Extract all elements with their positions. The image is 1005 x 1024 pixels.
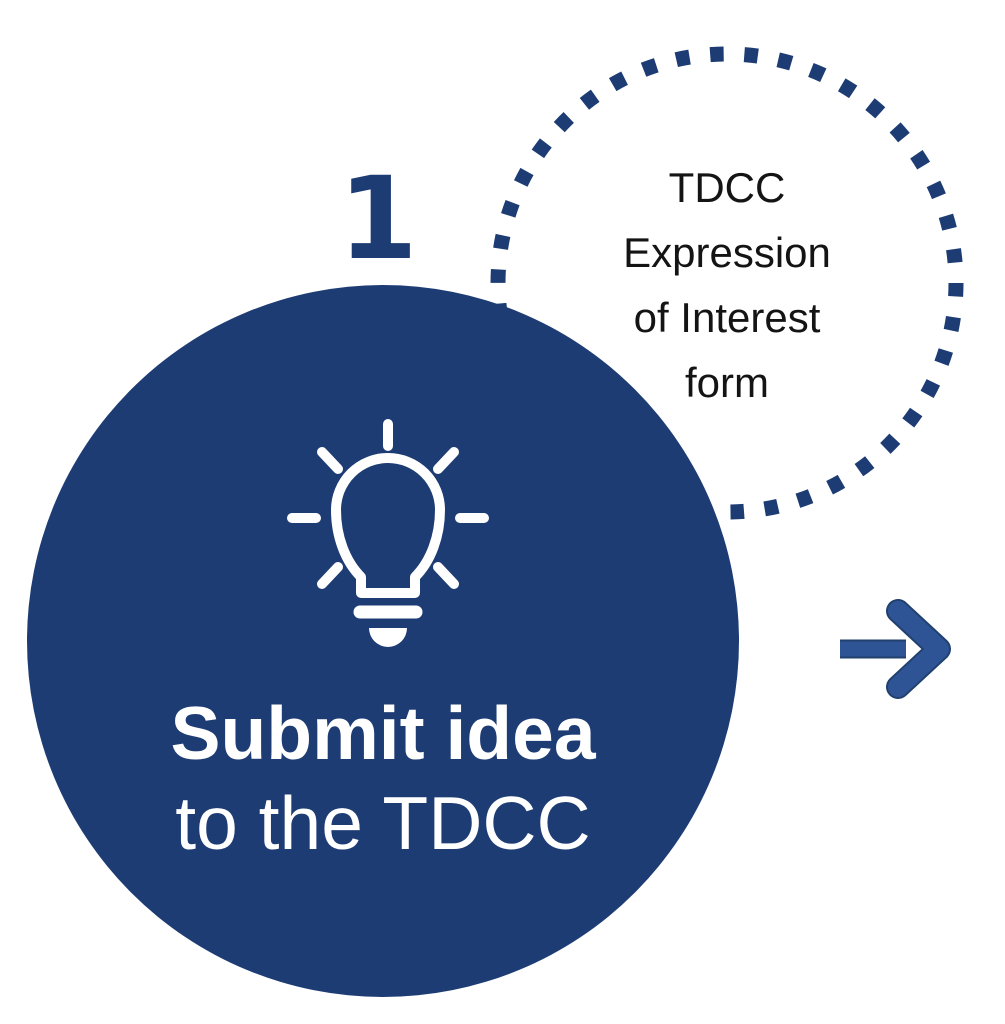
eoi-label-line: Expression (623, 229, 831, 276)
lightbulb-bulb-outline (331, 453, 445, 598)
eoi-label-line: of Interest (633, 294, 821, 341)
lightbulb-rays (287, 419, 489, 589)
submit-idea-label: Submit idea to the TDCC (27, 688, 739, 868)
submit-idea-label-line1: Submit idea (170, 691, 596, 775)
arrow-right-icon (840, 599, 951, 699)
lightbulb-base-cap (369, 628, 407, 647)
eoi-label-line: TDCC (668, 164, 786, 211)
eoi-form-label: TDCC Expression of Interest form (567, 155, 887, 415)
arrow-body (840, 601, 949, 697)
step-number: 1 (338, 152, 418, 285)
lightbulb-icon (287, 419, 489, 647)
eoi-circle-dashed-border (490, 46, 964, 520)
submit-idea-label-line2: to the TDCC (175, 781, 591, 865)
eoi-label-line: form (685, 359, 769, 406)
